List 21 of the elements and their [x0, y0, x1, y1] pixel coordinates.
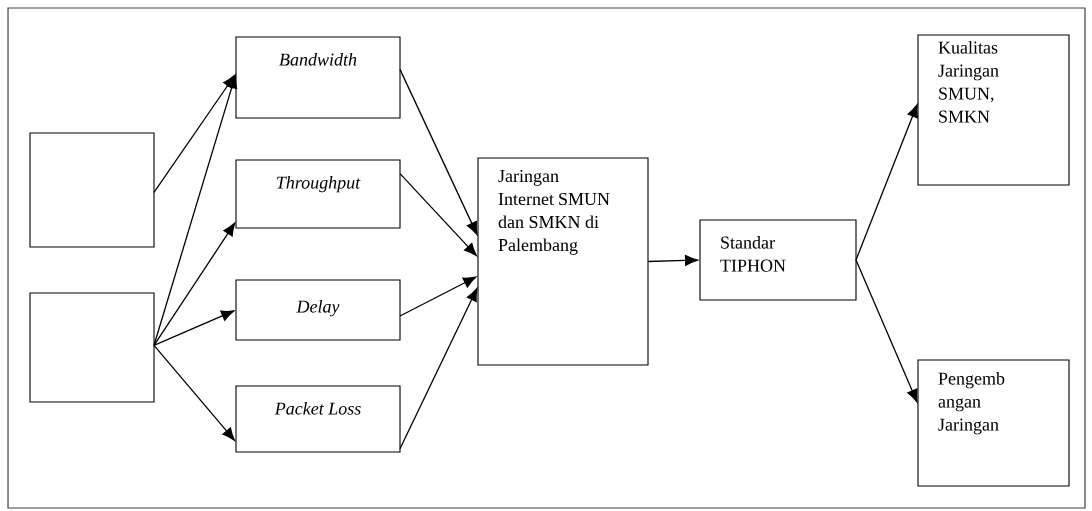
- result-box: Kualitas Jaringan SMUN, SMKN: [917, 34, 1070, 186]
- arrow: [399, 276, 477, 317]
- parameter-box: Delay: [235, 279, 401, 341]
- tool-box: [29, 132, 155, 248]
- arrow: [153, 75, 238, 346]
- arrow: [399, 68, 478, 235]
- process-box: Standar TIPHON: [699, 219, 857, 301]
- parameter-box: Bandwidth: [235, 36, 401, 119]
- arrow: [153, 222, 236, 346]
- arrow: [855, 259, 918, 403]
- parameter-box: Packet Loss: [235, 385, 401, 453]
- parameter-box: Throughput: [235, 159, 401, 229]
- tool-box: [29, 292, 155, 403]
- process-box: Jaringan Internet SMUN dan SMKN di Palembang: [477, 157, 649, 366]
- arrow: [399, 172, 477, 257]
- arrow: [647, 254, 699, 266]
- arrow: [153, 344, 236, 441]
- arrow: [399, 287, 478, 450]
- arrow: [153, 310, 235, 346]
- arrow: [855, 104, 918, 261]
- result-box: Pengemb angan Jaringan: [917, 359, 1070, 487]
